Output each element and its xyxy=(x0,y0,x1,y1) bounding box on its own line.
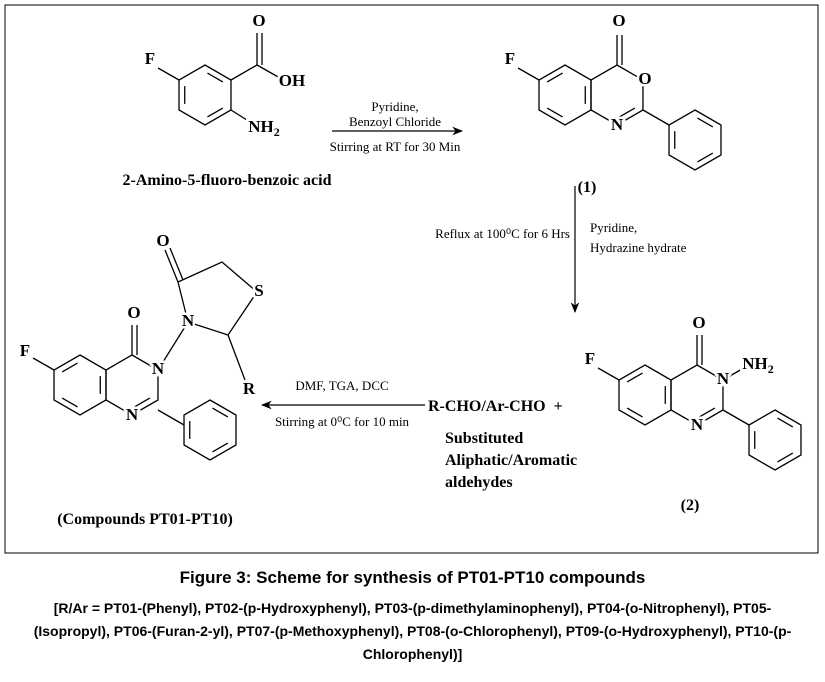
atom-label: N xyxy=(611,115,624,134)
atom-label: F xyxy=(20,341,30,360)
double-bond xyxy=(777,417,794,428)
synthesis-scheme: F O OH NH2 2-Amino-5-fluoro-benzoic acid… xyxy=(4,4,819,554)
double-bond xyxy=(697,117,714,128)
step3-reagents: DMF, TGA, DCC xyxy=(295,378,388,393)
atom-label: O xyxy=(252,11,265,30)
atom-label: N xyxy=(152,359,165,378)
atom-label: N xyxy=(691,415,704,434)
ring xyxy=(670,364,724,426)
aldehyde-description: Aliphatic/Aromatic xyxy=(445,452,577,469)
double-bond xyxy=(212,407,229,418)
ring xyxy=(183,399,237,461)
step2-reagent: Hydrazine hydrate xyxy=(590,240,687,255)
ring-bond xyxy=(183,399,237,461)
atom-label: F xyxy=(145,49,155,68)
double-bond xyxy=(626,407,643,418)
product-label: (Compounds PT01-PT10) xyxy=(57,511,233,528)
atom-label: NH2 xyxy=(742,354,774,376)
compound-2-label: (2) xyxy=(681,497,700,514)
ring-bond xyxy=(668,109,722,171)
scheme-border xyxy=(4,4,819,554)
step1-condition: Stirring at RT for 30 Min xyxy=(330,139,461,154)
ring xyxy=(53,354,107,416)
step3-condition: Stirring at 0⁰C for 10 min xyxy=(275,414,410,429)
double-bond xyxy=(61,397,78,408)
ring-bond xyxy=(670,364,724,426)
atom-label: O xyxy=(638,69,651,88)
ring-bond xyxy=(748,409,802,471)
starting-material-name: 2-Amino-5-fluoro-benzoic acid xyxy=(122,172,331,189)
step1-reagent: Pyridine, xyxy=(371,99,418,114)
double-bond xyxy=(546,72,563,83)
step2-condition: Reflux at 100⁰C for 6 Hrs xyxy=(435,226,570,241)
atom-label: O xyxy=(127,303,140,322)
double-bond xyxy=(212,442,229,453)
ring xyxy=(668,109,722,171)
step1-reagent: Benzoyl Chloride xyxy=(349,114,441,129)
ring xyxy=(105,354,159,416)
double-bond xyxy=(699,407,716,418)
double-bond xyxy=(61,362,78,373)
aldehyde-description: Substituted xyxy=(445,430,523,447)
step2-reagent: Pyridine, xyxy=(590,220,637,235)
double-bond xyxy=(207,72,224,83)
double-bond xyxy=(626,372,643,383)
ring xyxy=(618,364,672,426)
atom-label: OH xyxy=(279,71,305,90)
double-bond xyxy=(134,397,151,408)
atom-label: N xyxy=(182,311,195,330)
double-bond xyxy=(697,152,714,163)
aldehyde-formula: R-CHO/Ar-CHO + xyxy=(428,398,563,415)
atom-label: O xyxy=(156,231,169,250)
atom-label: R xyxy=(243,379,256,398)
atom-label: NH2 xyxy=(248,117,280,139)
double-bond xyxy=(207,107,224,118)
ring xyxy=(590,64,644,126)
atom-label: N xyxy=(717,369,730,388)
compound-1-label: (1) xyxy=(578,179,597,196)
ring-bond xyxy=(590,64,644,126)
double-bond xyxy=(546,107,563,118)
ring xyxy=(538,64,592,126)
ring xyxy=(178,64,232,126)
ring xyxy=(748,409,802,471)
atom-label: F xyxy=(585,349,595,368)
figure-caption-legend: [R/Ar = PT01-(Phenyl), PT02-(p-Hydroxyph… xyxy=(33,600,792,662)
ring-bond xyxy=(178,64,232,126)
ring-bond xyxy=(538,64,592,126)
aldehyde-description: aldehydes xyxy=(445,474,513,491)
double-bond xyxy=(619,107,636,118)
double-bond xyxy=(777,452,794,463)
atom-label: S xyxy=(254,281,263,300)
ring-bond xyxy=(53,354,107,416)
atom-label: N xyxy=(126,405,139,424)
atom-label: F xyxy=(505,49,515,68)
atom-label: O xyxy=(612,11,625,30)
ring-bond xyxy=(618,364,672,426)
atom-label: O xyxy=(692,313,705,332)
ring-bond xyxy=(105,354,159,416)
figure-caption-title: Figure 3: Scheme for synthesis of PT01-P… xyxy=(179,568,646,587)
